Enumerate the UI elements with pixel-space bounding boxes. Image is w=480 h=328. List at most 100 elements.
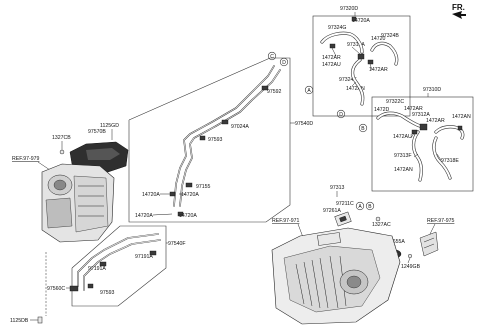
bolt-1327cb-icon — [59, 149, 65, 155]
clamp-1472au-2 — [411, 129, 418, 135]
label-97261a: 97261A — [323, 208, 341, 214]
label-97191a-1: 97191A — [135, 254, 153, 260]
ref-circle-b-bottom — [365, 201, 375, 211]
label-1472ar-4: 1472AR — [426, 118, 445, 124]
clamp-1472ar-b — [367, 59, 374, 65]
label-14720a-1: 14720A — [142, 192, 160, 198]
label-97191a-2: 97191A — [88, 266, 106, 272]
clip-97593 — [199, 135, 206, 141]
bracket-97560c — [69, 285, 79, 292]
label-97540f: 97540F — [168, 241, 186, 247]
clamp-1472an-2 — [457, 125, 463, 131]
label-97155: 97155 — [196, 184, 211, 190]
circle-b-label: B — [361, 126, 365, 132]
label-1327cb: 1327CB — [52, 135, 71, 141]
fr-label: FR. — [452, 3, 465, 12]
hvac-side-unit-97-975 — [419, 231, 439, 257]
label-97324b: 97324B — [381, 33, 399, 39]
clamp-14720a-a — [169, 191, 176, 197]
bolt-1327ac-icon — [375, 216, 381, 222]
label-14720-top: 14720 — [371, 36, 386, 42]
label-97322c: 97322C — [386, 99, 404, 105]
circle-a-label-2: A — [358, 204, 362, 210]
ref-circle-c-top — [267, 51, 277, 61]
ref-circle-a-bottom — [355, 201, 365, 211]
hose-group-box-97310d — [371, 96, 474, 192]
connector-97312a — [357, 53, 365, 60]
hose-97324k — [350, 58, 365, 106]
expansion-valve-97313 — [334, 211, 352, 227]
ref-97-971[interactable]: REF.97-971 — [272, 218, 300, 224]
label-97312a-2: 97312A — [412, 112, 430, 118]
label-1125gd: 1125GD — [100, 123, 119, 129]
label-1472d: 1472D — [374, 107, 390, 113]
label-1472an-2: 1472AN — [452, 114, 471, 120]
clip-97024a — [221, 119, 229, 125]
label-14720a-top: 14720A — [352, 18, 370, 24]
label-97560c: 97560C — [47, 286, 65, 292]
label-1472ar-2: 1472AR — [369, 67, 388, 73]
label-97324g: 97324G — [328, 25, 346, 31]
label-14720a-2: 14720A — [181, 192, 199, 198]
ref-circle-b — [358, 123, 368, 133]
bolt-1125db-icon — [37, 316, 43, 324]
hose-97324g — [320, 31, 364, 54]
hose-97322c — [376, 111, 422, 128]
label-97593-1: 97593 — [208, 137, 223, 143]
label-97540d: 97540D — [295, 121, 313, 127]
bracket-97155 — [185, 182, 193, 188]
hvac-unit-97-971 — [271, 227, 401, 325]
label-97570b: 97570B — [88, 129, 106, 135]
label-97310d: 97310D — [423, 87, 441, 93]
clip-97191a-1 — [149, 250, 157, 256]
hose-97318e — [432, 125, 465, 180]
label-97312a-top: 97312A — [347, 42, 365, 48]
label-97593-2: 97593 — [100, 290, 115, 296]
clamp-14720a-top — [351, 16, 357, 22]
pipe-97540f-main — [77, 233, 161, 291]
pipe-97540d-main — [173, 65, 281, 207]
label-97024a: 97024A — [231, 124, 249, 130]
front-arrow-icon — [452, 11, 466, 19]
label-1327ac: 1327AC — [372, 222, 391, 228]
clamp-1472ar-a — [329, 43, 336, 49]
circle-a-label-1: A — [307, 88, 311, 94]
insulation-cover-97570b — [69, 141, 129, 173]
label-97324k: 97324K — [339, 77, 357, 83]
label-1249gb: 1249GB — [401, 264, 421, 270]
clip-97191a-2 — [99, 261, 107, 267]
label-1472an-3: 1472AN — [394, 167, 413, 173]
label-97313f: 97313F — [394, 153, 412, 159]
label-14720a-4: 14720A — [179, 213, 197, 219]
label-97313: 97313 — [330, 185, 345, 191]
ref-circle-d-mid — [279, 57, 289, 67]
compressor-97-979 — [41, 163, 115, 243]
hose-97324b — [370, 41, 399, 66]
ref-circle-a-top — [304, 85, 314, 95]
label-1472ar-1: 1472AR — [322, 55, 341, 61]
clip-97593-2 — [87, 283, 94, 289]
circle-b-label-2: B — [368, 204, 372, 210]
pipe-box-97540d — [128, 57, 291, 223]
ref-97-979[interactable]: REF.97-979 — [12, 156, 40, 162]
label-14720a-3: 14720A — [135, 213, 153, 219]
clip-97592 — [261, 85, 269, 91]
ref-97-975[interactable]: REF.97-975 — [427, 218, 455, 224]
label-1472an-1: 1472AN — [346, 86, 365, 92]
label-97318e: 97318E — [441, 158, 459, 164]
bolt-1249gb-icon — [407, 253, 413, 259]
hose-97313f — [411, 130, 423, 182]
label-97592: 97592 — [267, 89, 282, 95]
label-97320d: 97320D — [340, 6, 358, 12]
label-97655a: 97655A — [387, 239, 405, 245]
circle-d-label-1: D — [339, 112, 343, 118]
label-1125db: 1125DB — [10, 318, 29, 324]
circle-d-label-2: D — [282, 60, 286, 66]
label-1472ar-3: 1472AR — [404, 106, 423, 112]
label-1472au-2: 1472AU — [393, 134, 412, 140]
hose-group-box-97320d — [312, 15, 411, 117]
circle-c-label-1: C — [270, 54, 274, 60]
label-1472au-1: 1472AU — [322, 62, 341, 68]
